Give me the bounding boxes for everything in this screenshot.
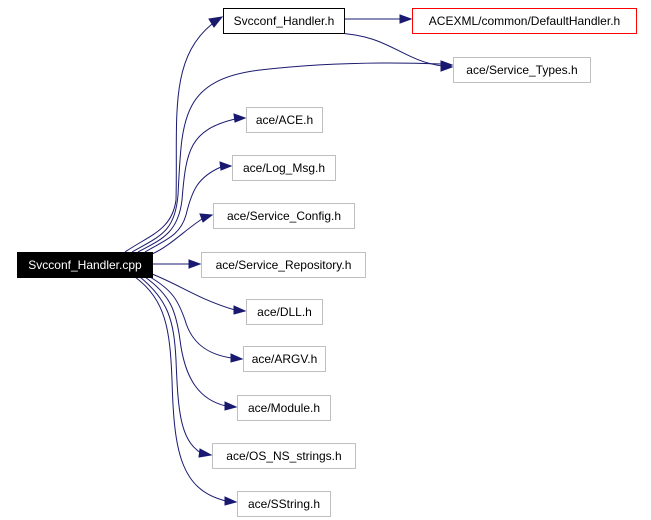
edge-line: [131, 62, 443, 253]
node-dll[interactable]: ace/DLL.h: [246, 299, 323, 325]
node-label: ace/SString.h: [248, 497, 320, 511]
edge-svcconf_handler_cpp-to-log_msg: [144, 161, 233, 253]
edge-line: [334, 32, 443, 67]
edge-arrowhead: [208, 16, 224, 28]
edge-svcconf_handler_cpp-to-os_ns_strings: [139, 276, 213, 458]
node-box: [412, 8, 637, 34]
node-box: [237, 491, 331, 517]
edge-line: [134, 276, 227, 502]
node-label: Svcconf_Handler.cpp: [28, 258, 142, 272]
node-sstring[interactable]: ace/SString.h: [237, 491, 331, 517]
edge-arrowhead: [233, 113, 247, 123]
edge-line: [124, 23, 213, 253]
node-box: [453, 57, 591, 83]
edge-arrowhead: [199, 213, 214, 223]
edge-arrowhead: [440, 60, 454, 70]
edge-line: [151, 273, 236, 311]
node-label: ace/DLL.h: [257, 305, 312, 319]
edge-svcconf_handler_cpp-to-service_types: [131, 60, 454, 253]
node-svcconf-handler-cpp[interactable]: Svcconf_Handler.cpp: [17, 252, 153, 278]
edge-line: [151, 218, 203, 255]
node-service-config[interactable]: ace/Service_Config.h: [213, 203, 355, 229]
edge-arrowhead: [233, 305, 247, 315]
node-box: [237, 395, 331, 421]
edge-arrowhead: [198, 448, 213, 458]
node-label: ace/ACE.h: [256, 113, 313, 127]
node-box: [232, 155, 336, 181]
edge-svcconf_handler_cpp-to-sstring: [134, 276, 238, 506]
edge-svcconf_handler_cpp-to-service_repository: [152, 259, 202, 269]
node-argv[interactable]: ace/ARGV.h: [243, 346, 326, 372]
edge-svcconf_handler_h-to-service_types: [334, 32, 454, 72]
node-box: [223, 8, 345, 34]
node-box: [212, 443, 356, 469]
edge-svcconf_handler_cpp-to-svcconf_handler_h: [124, 16, 224, 253]
edge-line: [137, 118, 236, 253]
node-label: ace/ARGV.h: [252, 352, 318, 366]
node-label: ace/Module.h: [248, 401, 320, 415]
edge-arrowhead: [219, 161, 233, 171]
edge-line: [144, 276, 227, 407]
node-label: ace/Service_Types.h: [466, 63, 577, 77]
node-label: ace/OS_NS_strings.h: [226, 449, 341, 463]
node-os-ns-strings[interactable]: ace/OS_NS_strings.h: [212, 443, 356, 469]
edge-svcconf_handler_cpp-to-service_config: [151, 213, 214, 255]
node-label: ace/Service_Config.h: [227, 209, 341, 223]
node-service-repository[interactable]: ace/Service_Repository.h: [201, 252, 366, 278]
node-label: ace/Log_Msg.h: [243, 161, 325, 175]
edge-arrowhead: [230, 353, 244, 363]
edge-line: [144, 166, 222, 253]
node-ace-h[interactable]: ace/ACE.h: [246, 107, 323, 133]
edge-line: [149, 276, 233, 359]
node-box: [201, 252, 366, 278]
node-label: Svcconf_Handler.h: [234, 14, 335, 28]
edge-line: [139, 276, 202, 454]
edge-arrowhead: [399, 14, 413, 24]
edge-svcconf_handler_cpp-to-dll: [151, 273, 247, 315]
node-box: [243, 346, 326, 372]
node-svcconf-handler-h[interactable]: Svcconf_Handler.h: [223, 8, 345, 34]
node-service-types[interactable]: ace/Service_Types.h: [453, 57, 591, 83]
node-label: ACEXML/common/DefaultHandler.h: [429, 14, 620, 28]
edge-arrowhead: [224, 496, 238, 506]
node-box: [246, 107, 323, 133]
node-box: [17, 252, 153, 278]
node-log-msg[interactable]: ace/Log_Msg.h: [232, 155, 336, 181]
node-label: ace/Service_Repository.h: [216, 258, 352, 272]
edge-arrowhead: [188, 259, 202, 269]
edge-svcconf_handler_h-to-acexml_defaulthandler: [344, 14, 413, 24]
node-box: [246, 299, 323, 325]
edge-arrowhead: [224, 401, 238, 411]
edge-svcconf_handler_cpp-to-argv: [149, 276, 244, 363]
node-box: [213, 203, 355, 229]
edge-svcconf_handler_cpp-to-module: [144, 276, 238, 411]
edge-svcconf_handler_cpp-to-ace_h: [137, 113, 247, 253]
node-acexml-defaulthandler[interactable]: ACEXML/common/DefaultHandler.h: [412, 8, 637, 34]
node-module[interactable]: ace/Module.h: [237, 395, 331, 421]
